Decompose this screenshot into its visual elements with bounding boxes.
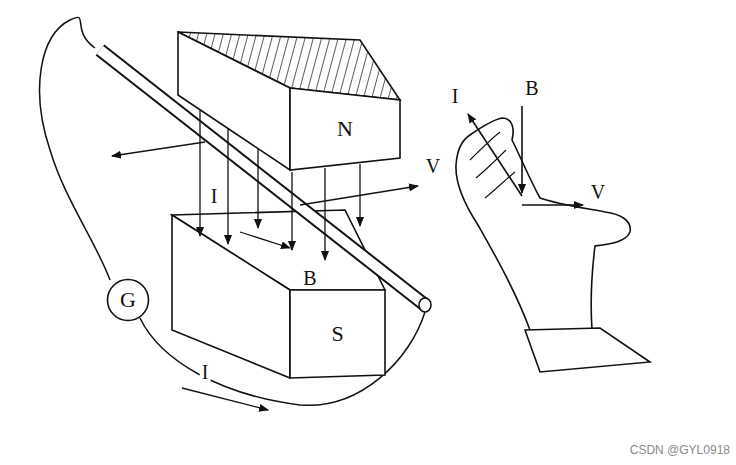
velocity-label: V [424, 156, 442, 176]
pole-letter: S [331, 323, 343, 345]
current-label: I [450, 86, 461, 106]
magnet-pole: N [290, 92, 400, 166]
field-label: B [523, 78, 540, 98]
watermark: CSDN @GYL0918 [628, 444, 732, 456]
magnet-pole: S [290, 292, 385, 376]
current-label: I [200, 362, 211, 382]
current-label: I [209, 186, 220, 206]
pole-letter: N [337, 118, 353, 140]
pole-letter: G [120, 289, 136, 311]
field-label: B [301, 268, 318, 288]
galvanometer-circle: G [106, 278, 150, 322]
velocity-label: V [589, 182, 607, 202]
